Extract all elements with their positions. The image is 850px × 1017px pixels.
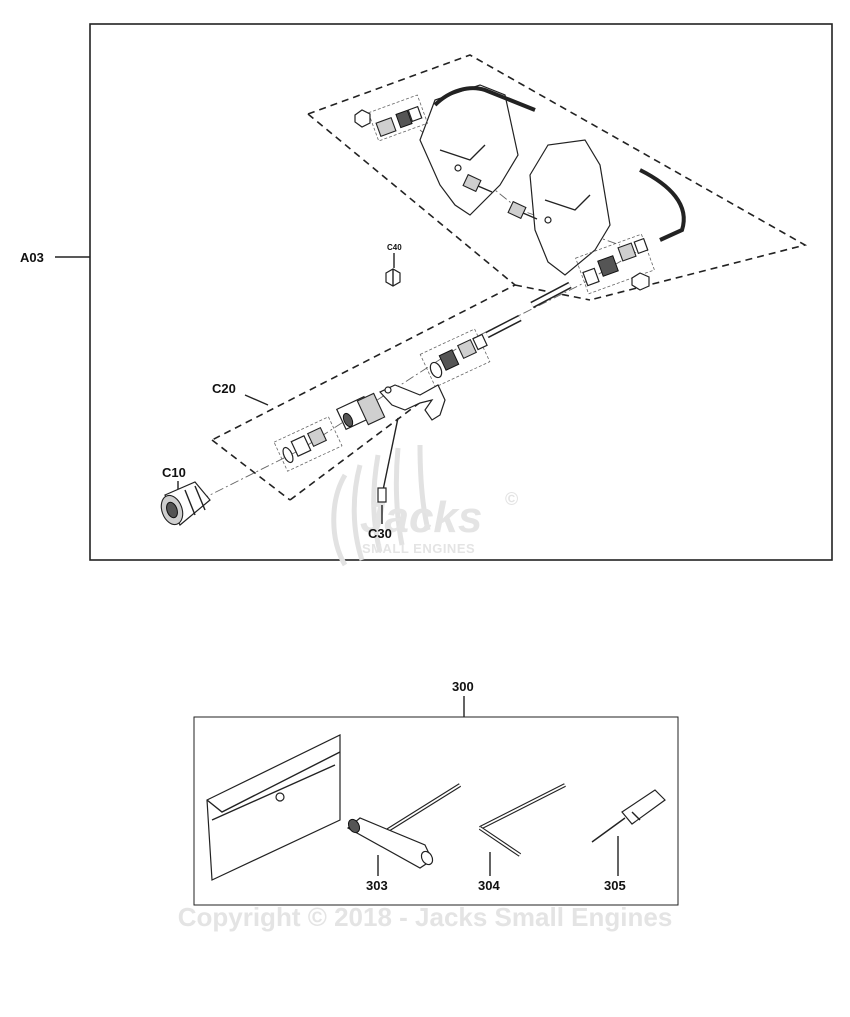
guard-plate-right bbox=[529, 139, 611, 276]
fitting-group-upper-left bbox=[367, 94, 429, 142]
screw-c30 bbox=[377, 487, 387, 503]
callout-305: 305 bbox=[604, 878, 626, 893]
tube-upper bbox=[530, 281, 572, 309]
watermark-logo-sub: SMALL ENGINES bbox=[362, 541, 475, 556]
leader-c20 bbox=[244, 394, 269, 406]
coupling-nut-c10 bbox=[160, 481, 211, 526]
fitting-upper-left bbox=[375, 105, 423, 138]
fitting-group-right bbox=[575, 233, 655, 295]
tool-pouch bbox=[206, 734, 341, 881]
watermark-logo: Jacks © SMALL ENGINES bbox=[331, 444, 518, 567]
assembly-frame-upper bbox=[89, 23, 833, 561]
bolt-right bbox=[507, 200, 538, 220]
fitting-group-c20 bbox=[273, 416, 343, 472]
watermark-logo-mark: © bbox=[505, 489, 518, 509]
fitting-c20 bbox=[282, 426, 328, 464]
screwdriver-305 bbox=[591, 789, 666, 843]
callout-303: 303 bbox=[366, 878, 388, 893]
hex-key-304 bbox=[478, 783, 566, 857]
callout-c20: C20 bbox=[212, 381, 236, 396]
bracket-clamp bbox=[379, 384, 446, 421]
valve-body bbox=[335, 392, 386, 431]
leader-c30-bracket bbox=[381, 417, 399, 496]
callout-a03: A03 bbox=[20, 250, 44, 265]
callout-c30: C30 bbox=[368, 526, 392, 541]
tube-lower bbox=[485, 314, 522, 339]
callout-304: 304 bbox=[478, 878, 500, 893]
water-hose-top bbox=[433, 86, 536, 112]
fitting-middle bbox=[429, 333, 488, 379]
nut-upper-left bbox=[354, 109, 371, 128]
fitting-right bbox=[582, 237, 649, 287]
nut-c40 bbox=[385, 268, 401, 287]
nut-right bbox=[631, 272, 650, 291]
callout-300: 300 bbox=[452, 679, 474, 694]
toolkit-frame bbox=[193, 716, 679, 906]
bolt-left bbox=[462, 173, 493, 193]
watermark-leaf-icon bbox=[331, 444, 431, 567]
callout-c10: C10 bbox=[162, 465, 186, 480]
box-wrench-303 bbox=[346, 783, 462, 869]
callout-c40: C40 bbox=[387, 243, 402, 252]
water-hose-right bbox=[639, 168, 686, 242]
copyright-watermark: Copyright © 2018 - Jacks Small Engines bbox=[178, 902, 673, 932]
